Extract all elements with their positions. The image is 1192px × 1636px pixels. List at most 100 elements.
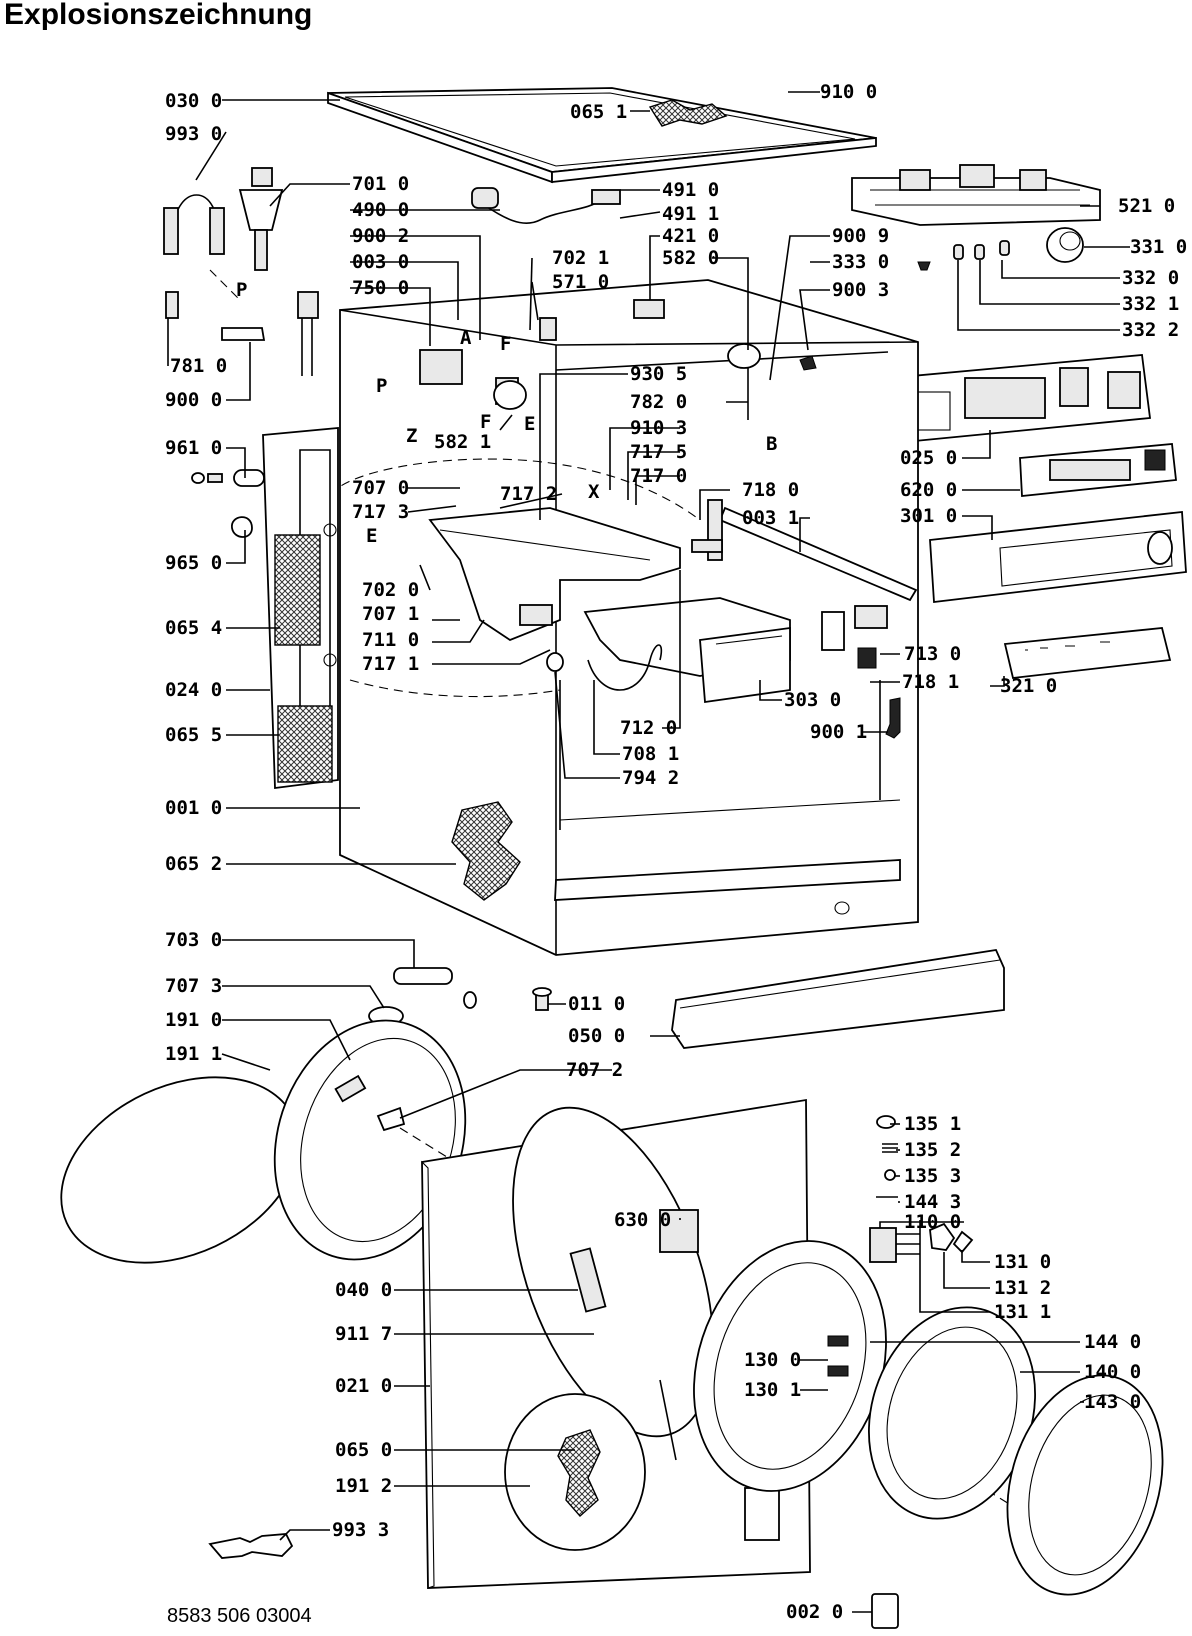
- part-labels: 030 0 993 0 065 1 910 0 701 0 490 0 491 …: [165, 81, 1187, 1623]
- label-965-0: 965 0: [165, 552, 222, 574]
- label-794-2: 794 2: [622, 767, 679, 789]
- service-tool: [208, 1533, 294, 1559]
- label-030-0: 030 0: [165, 90, 222, 112]
- rear-panel: [262, 427, 339, 790]
- label-331-0: 331 0: [1130, 236, 1187, 258]
- label-065-0: 065 0: [335, 1439, 392, 1461]
- marker-f2: F: [480, 411, 491, 433]
- label-191-0: 191 0: [165, 1009, 222, 1031]
- label-003-0: 003 0: [352, 251, 409, 273]
- label-003-1: 003 1: [742, 507, 799, 529]
- drawer-siphon: [546, 644, 663, 691]
- hinge-parts: [869, 1115, 974, 1290]
- label-582-0: 582 0: [662, 247, 719, 269]
- label-930-5: 930 5: [630, 363, 687, 385]
- label-065-2: 065 2: [165, 853, 222, 875]
- label-131-0: 131 0: [994, 1251, 1051, 1273]
- knob: [1046, 227, 1084, 263]
- label-582-1: 582 1: [434, 431, 491, 453]
- label-717-1: 717 1: [362, 653, 419, 675]
- label-900-9: 900 9: [832, 225, 889, 247]
- label-011-0: 011 0: [568, 993, 625, 1015]
- label-707-1: 707 1: [362, 603, 419, 625]
- marker-z: Z: [406, 425, 417, 447]
- label-718-0: 718 0: [742, 479, 799, 501]
- label-144-3: 144 3: [904, 1191, 961, 1213]
- label-993-3: 993 3: [332, 1519, 389, 1541]
- label-002-0: 002 0: [786, 1601, 843, 1623]
- label-135-1: 135 1: [904, 1113, 961, 1135]
- label-702-0: 702 0: [362, 579, 419, 601]
- label-900-2: 900 2: [352, 225, 409, 247]
- wiring-harness: [471, 187, 621, 225]
- label-021-0: 021 0: [335, 1375, 392, 1397]
- top-cover: [327, 87, 877, 184]
- front-panel: [929, 511, 1187, 604]
- label-332-1: 332 1: [1122, 293, 1179, 315]
- label-900-0: 900 0: [165, 389, 222, 411]
- label-140-0: 140 0: [1084, 1361, 1141, 1383]
- pressure-switch: [727, 343, 817, 420]
- label-001-0: 001 0: [165, 797, 222, 819]
- label-707-0: 707 0: [352, 477, 409, 499]
- damper-bolt: [191, 469, 265, 538]
- label-711-0: 711 0: [362, 629, 419, 651]
- label-303-0: 303 0: [784, 689, 841, 711]
- label-718-1: 718 1: [902, 671, 959, 693]
- label-900-3: 900 3: [832, 279, 889, 301]
- label-717-3: 717 3: [352, 501, 409, 523]
- label-135-2: 135 2: [904, 1139, 961, 1161]
- marker-x: X: [588, 481, 600, 503]
- valve-unit: [419, 299, 665, 410]
- label-521-0: 521 0: [1118, 195, 1175, 217]
- marker-b: B: [766, 433, 777, 455]
- label-703-0: 703 0: [165, 929, 222, 951]
- label-630-0: 630 0: [614, 1209, 671, 1231]
- label-191-1: 191 1: [165, 1043, 222, 1065]
- label-491-1: 491 1: [662, 203, 719, 225]
- front-cabinet-panel: [421, 1098, 811, 1589]
- label-781-0: 781 0: [170, 355, 227, 377]
- label-491-0: 491 0: [662, 179, 719, 201]
- label-717-0: 717 0: [630, 465, 687, 487]
- label-717-5: 717 5: [630, 441, 687, 463]
- label-050-0: 050 0: [568, 1025, 625, 1047]
- marker-f1: F: [500, 333, 511, 355]
- detergent-drawer: [583, 597, 791, 704]
- label-024-0: 024 0: [165, 679, 222, 701]
- page-title: Explosionszeichnung: [4, 0, 313, 31]
- label-713-0: 713 0: [904, 643, 961, 665]
- door-handle-cover: [871, 1593, 899, 1629]
- marker-a: A: [460, 327, 472, 349]
- label-130-0: 130 0: [744, 1349, 801, 1371]
- label-110-0: 110 0: [904, 1211, 961, 1233]
- label-993-0: 993 0: [165, 123, 222, 145]
- label-701-0: 701 0: [352, 173, 409, 195]
- plinth-panel: [671, 949, 1005, 1049]
- document-number: 8583 506 03004: [167, 1605, 312, 1627]
- label-490-0: 490 0: [352, 199, 409, 221]
- label-191-2: 191 2: [335, 1475, 392, 1497]
- label-900-1: 900 1: [810, 721, 867, 743]
- label-135-3: 135 3: [904, 1165, 961, 1187]
- label-421-0: 421 0: [662, 225, 719, 247]
- label-910-3: 910 3: [630, 417, 687, 439]
- button-set: [917, 240, 1010, 271]
- electronic-board: [1019, 443, 1177, 497]
- valve-bracket: [221, 327, 266, 341]
- label-065-5: 065 5: [165, 724, 222, 746]
- label-131-2: 131 2: [994, 1277, 1051, 1299]
- inlet-hose: [163, 194, 241, 319]
- label-750-0: 750 0: [352, 277, 409, 299]
- label-708-1: 708 1: [622, 743, 679, 765]
- label-571-0: 571 0: [552, 271, 609, 293]
- tub-assembly: [60, 1019, 1101, 1561]
- label-301-0: 301 0: [900, 505, 957, 527]
- label-131-1: 131 1: [994, 1301, 1051, 1323]
- label-717-2: 717 2: [500, 483, 557, 505]
- label-332-2: 332 2: [1122, 319, 1179, 341]
- label-782-0: 782 0: [630, 391, 687, 413]
- label-143-0: 143 0: [1084, 1391, 1141, 1413]
- aqua-stop-valve: [238, 167, 284, 271]
